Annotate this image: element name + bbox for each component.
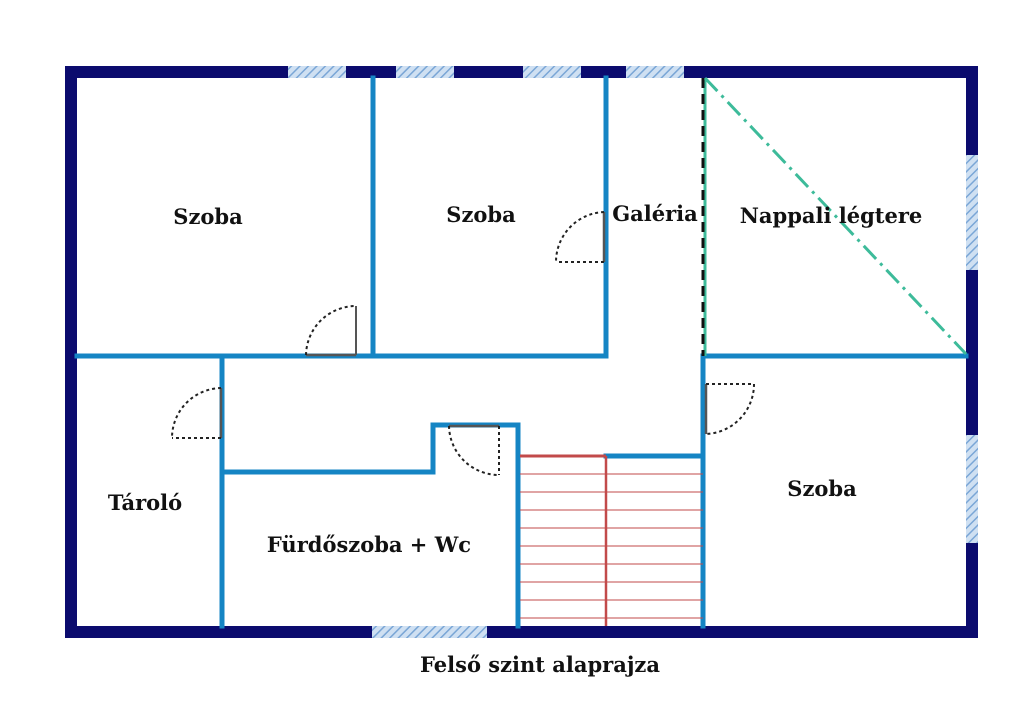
- room-label-nappali-legtere: Nappali légtere: [740, 203, 923, 228]
- window-icon: [626, 66, 684, 78]
- plan-caption: Felső szint alaprajza: [420, 652, 660, 677]
- inner-walls: [74, 75, 969, 629]
- room-labels: Szoba Szoba Galéria Nappali légtere Szob…: [108, 201, 922, 557]
- door-swing-icon: [305, 305, 357, 357]
- windows: [288, 66, 978, 638]
- window-icon: [966, 435, 978, 543]
- outer-walls: [65, 66, 978, 638]
- room-label-furdoszoba: Fürdőszoba + Wc: [267, 532, 471, 557]
- door-swing-icon: [704, 383, 756, 435]
- window-icon: [523, 66, 581, 78]
- door-swing-icon: [171, 387, 223, 439]
- gallery-edge: [701, 76, 968, 356]
- window-icon: [966, 155, 978, 270]
- room-label-tarolo: Tároló: [108, 490, 182, 515]
- room-label-szoba-3: Szoba: [787, 476, 857, 501]
- staircase-icon: [520, 454, 703, 626]
- window-icon: [288, 66, 346, 78]
- outer-wall-frame: [65, 66, 978, 638]
- room-label-szoba-1: Szoba: [173, 204, 243, 229]
- window-icon: [372, 626, 487, 638]
- door-swing-icon: [554, 211, 606, 263]
- room-label-szoba-2: Szoba: [446, 202, 516, 227]
- room-label-galeria: Galéria: [612, 201, 698, 226]
- door-swing-icon: [448, 424, 500, 476]
- doors: [171, 211, 756, 476]
- window-icon: [396, 66, 454, 78]
